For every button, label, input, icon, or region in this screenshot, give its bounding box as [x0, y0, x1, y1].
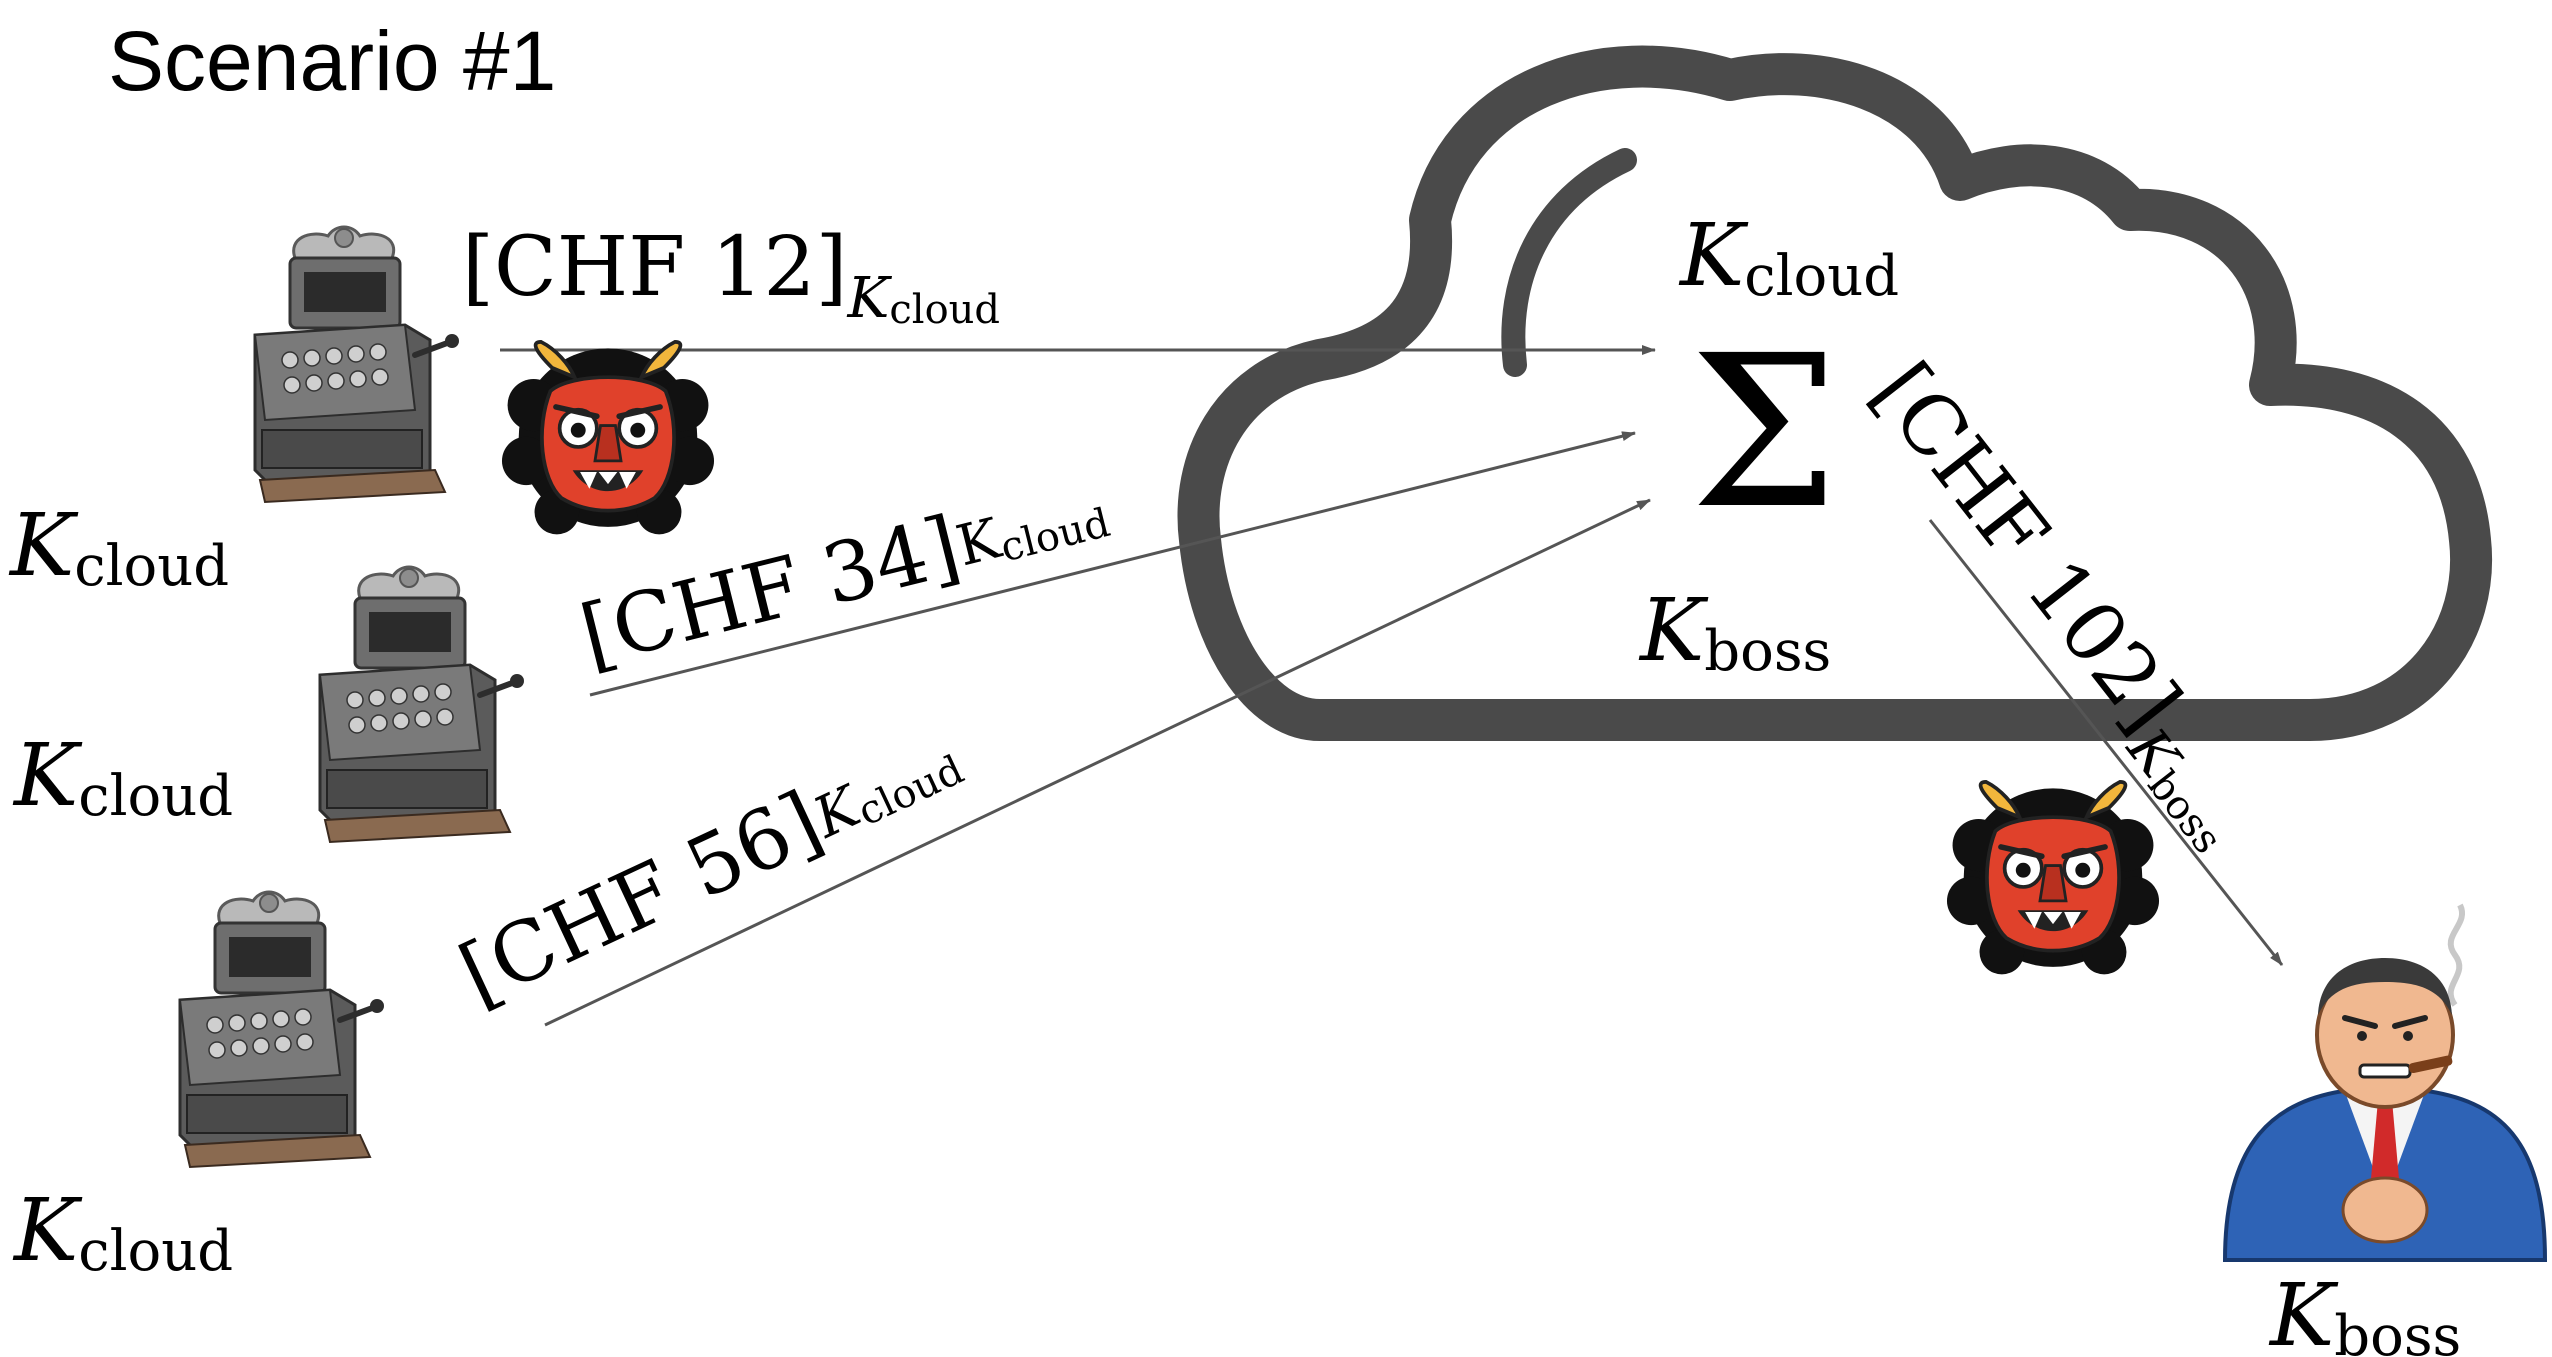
- cloud-service: Kcloud Σ Kboss: [1177, 45, 2493, 741]
- result-message-label: [CHF 102]Kboss: [1843, 346, 2280, 863]
- register-1-key-label: Kcloud: [8, 496, 229, 599]
- cash-register-3: Kcloud: [12, 892, 384, 1284]
- cash-register-2: Kcloud: [12, 567, 524, 842]
- register-3-key-label: Kcloud: [12, 1181, 233, 1284]
- cash-register-1: Kcloud: [8, 227, 459, 599]
- message-3-arrow: [544, 498, 1651, 1027]
- boss-figure: Kboss: [2222, 903, 2548, 1357]
- boss-icon: [2222, 903, 2548, 1262]
- cloud-highlight-arc: [1501, 148, 1637, 377]
- cloud-outline: [1177, 45, 2493, 741]
- register-2-key-label: Kcloud: [12, 726, 233, 829]
- ogre-face-icon: [502, 342, 714, 535]
- cash-register-icon: [320, 567, 524, 842]
- message-1-label: [CHF 12]Kcloud: [462, 220, 1000, 333]
- cloud-key-label: Kcloud: [1678, 206, 1899, 309]
- sum-symbol: Σ: [1690, 310, 1838, 555]
- ogre-face-icon: [1947, 782, 2159, 975]
- message-2: [CHF 34]Kcloud: [572, 431, 1636, 697]
- message-1: [CHF 12]Kcloud: [462, 220, 1656, 355]
- cloud-boss-key-label: Kboss: [1638, 581, 1831, 684]
- cash-register-icon: [255, 227, 459, 502]
- result-message-arrow: [1928, 519, 2284, 966]
- message-2-arrow: [589, 431, 1636, 697]
- boss-key-label: Kboss: [2268, 1266, 2461, 1357]
- scenario-title: Scenario #1: [108, 14, 556, 108]
- message-3-label: [CHF 56]Kcloud: [446, 710, 974, 1023]
- cash-register-icon: [180, 892, 384, 1167]
